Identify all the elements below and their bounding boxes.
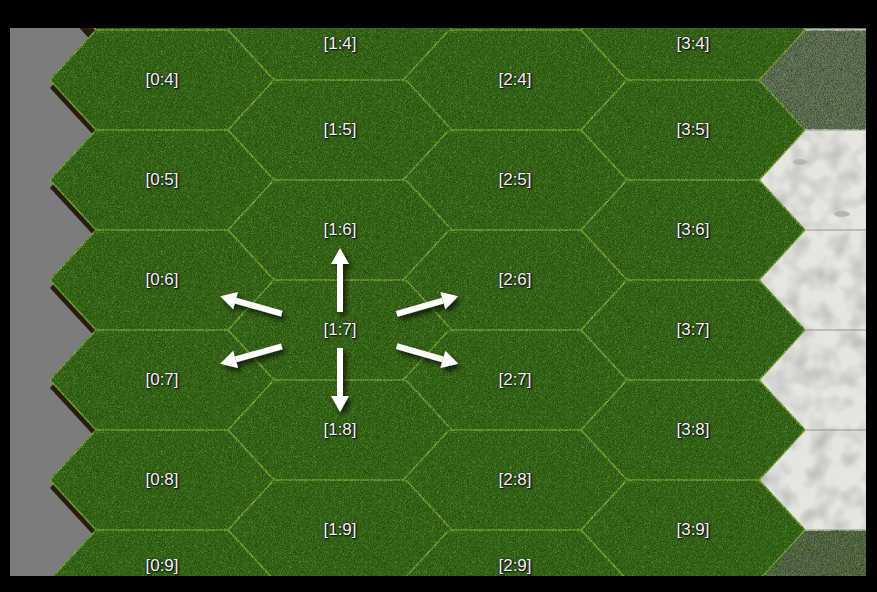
tile-coordinate: [3:4] [676, 34, 709, 54]
tile-coordinate: [0:7] [145, 370, 178, 390]
tile-coordinate: [3:8] [676, 420, 709, 440]
tile-coordinate: [1:9] [323, 520, 356, 540]
tile-coordinate: [1:8] [323, 420, 356, 440]
tile-coordinate: [0:5] [145, 170, 178, 190]
tile-coordinate: [0:6] [145, 270, 178, 290]
tile-coordinate: [1:7] [323, 320, 356, 340]
hex-tile: [3:7] [581, 280, 805, 380]
tile-coordinate: [0:8] [145, 470, 178, 490]
tile-coordinate: [0:4] [145, 70, 178, 90]
tile-coordinate: [2:7] [498, 370, 531, 390]
hex-tile: [2:9] [403, 530, 627, 576]
hex-tile: [1:9] [228, 480, 452, 576]
tile-coordinate: [2:8] [498, 470, 531, 490]
hex-tile: [3:9] [581, 480, 805, 576]
tile-coordinate: [3:9] [676, 520, 709, 540]
move-arrow [220, 346, 282, 368]
move-arrow [331, 248, 349, 312]
tile-coordinate: [2:6] [498, 270, 531, 290]
tile-coordinate: [0:9] [145, 556, 178, 576]
tile-coordinate: [2:4] [498, 70, 531, 90]
tile-coordinate: [3:6] [676, 220, 709, 240]
hex-tile: [3:6] [581, 180, 805, 280]
move-arrow [397, 346, 459, 368]
tile-coordinate: [2:9] [498, 556, 531, 576]
move-arrow [331, 348, 349, 412]
hex-tile: [0:5] [50, 130, 274, 230]
hex-tile: [0:8] [50, 430, 274, 530]
move-arrow [397, 292, 459, 314]
hex-tile: [0:9] [50, 530, 274, 576]
move-arrow [220, 292, 282, 314]
tile-coordinate: [1:6] [323, 220, 356, 240]
hex-tile: [0:7] [50, 330, 274, 430]
hex-tile: [0:4] [50, 30, 274, 130]
move-arrows [10, 28, 866, 576]
hex-tile: [3:5] [581, 80, 805, 180]
tile-coordinate: [2:5] [498, 170, 531, 190]
tile-coordinate: [1:4] [323, 34, 356, 54]
tile-coordinate: [3:7] [676, 320, 709, 340]
hex-tile: [0:6] [50, 230, 274, 330]
tile-coordinate: [1:5] [323, 120, 356, 140]
tile-coordinate: [3:5] [676, 120, 709, 140]
map-viewport: [1:4] [3:4] [0:4] [2:4] [1:5] [3:5] [0:5] [2:5]… [10, 28, 866, 576]
hex-tile: [3:8] [581, 380, 805, 480]
